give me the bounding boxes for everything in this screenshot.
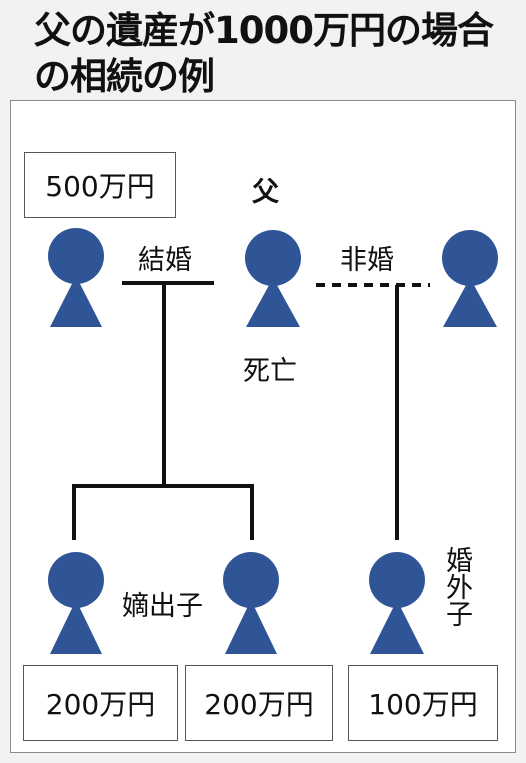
- deceased-label: 死亡: [243, 356, 297, 387]
- married-label: 結婚: [138, 245, 192, 276]
- wife-amount: 500万円: [45, 170, 155, 203]
- legitimate-child-1-icon: [48, 552, 104, 654]
- page-title: 父の遺産が1000万円の場合の相続の例: [34, 9, 494, 98]
- father-person-icon: [245, 230, 301, 327]
- child-1-amount: 200万円: [45, 688, 156, 721]
- illegitimate-child-icon: [369, 552, 425, 654]
- wife-person-icon: [48, 228, 104, 327]
- child-2-amount: 200万円: [204, 688, 314, 721]
- child-1-amount-box: 200万円: [23, 665, 178, 741]
- unmarried-label: 非婚: [340, 245, 394, 276]
- illegitimate-child-amount: 100万円: [368, 688, 478, 721]
- legitimate-child-2-icon: [223, 552, 279, 654]
- wife-amount-box: 500万円: [24, 152, 176, 218]
- legitimate-children-label: 嫡出子: [122, 591, 203, 622]
- illegitimate-child-label: 婚外子: [441, 546, 472, 627]
- child-2-amount-box: 200万円: [185, 665, 333, 741]
- partner-person-icon: [442, 230, 498, 327]
- father-label: 父: [252, 177, 279, 208]
- illegitimate-child-amount-box: 100万円: [348, 665, 498, 741]
